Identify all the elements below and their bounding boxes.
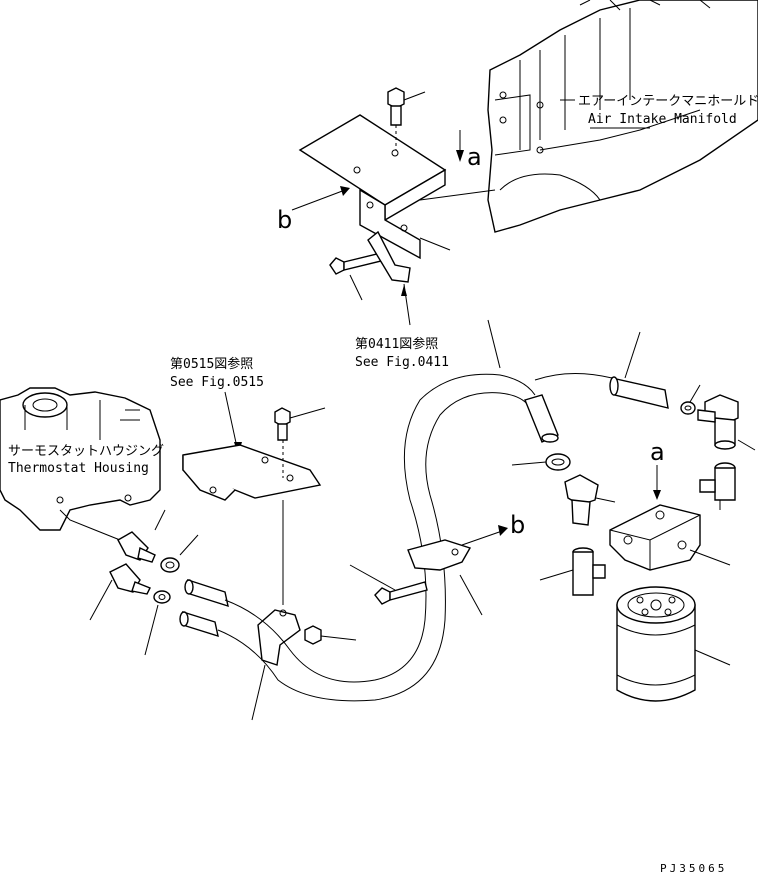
- label-see-fig-0411-jp: 第0411図参照: [355, 336, 438, 352]
- nut: [304, 625, 322, 645]
- bolt-middle: [274, 407, 291, 478]
- hose-end-fitting: [524, 394, 559, 443]
- bolt-top: [387, 87, 405, 150]
- clamp-mid: [545, 453, 571, 471]
- view-ref-a-top: a: [467, 143, 482, 171]
- label-see-fig-0515-en: See Fig.0515: [170, 375, 264, 390]
- label-see-fig-0515-jp: 第0515図参照: [170, 356, 253, 372]
- view-ref-a-right: a: [650, 438, 665, 466]
- tee-fitting-upper: [697, 394, 739, 450]
- label-air-intake-manifold-en: Air Intake Manifold: [588, 112, 737, 127]
- hose-short-upper: [184, 578, 229, 608]
- label-see-fig-0411-en: See Fig.0411: [355, 355, 449, 370]
- bolt-and-stay: [329, 230, 411, 283]
- connector-lower: [109, 563, 151, 595]
- label-thermostat-housing-jp: サーモスタットハウジング: [8, 444, 164, 459]
- hose-right: [609, 376, 669, 409]
- long-hose: [217, 373, 536, 702]
- connector-right: [699, 462, 736, 501]
- hose-clamp: [407, 539, 472, 571]
- view-ref-b-left: b: [277, 206, 292, 234]
- bolt-clamp: [374, 581, 428, 605]
- clamp-upper: [160, 557, 180, 573]
- lower-clip-bracket: [257, 609, 301, 666]
- clamp-lower: [153, 590, 171, 604]
- middle-bracket: [182, 444, 322, 501]
- oil-filter: [616, 586, 696, 702]
- tee-fitting-lower: [572, 547, 606, 596]
- label-thermostat-housing-en: Thermostat Housing: [8, 461, 149, 476]
- small-clamp-right: [680, 401, 696, 415]
- filter-head: [609, 504, 701, 571]
- label-air-intake-manifold-jp: エアーインテークマニホールド: [578, 94, 758, 109]
- view-ref-b-right: b: [510, 511, 525, 539]
- connector-upper: [117, 531, 156, 563]
- tee-fitting-mid: [564, 474, 599, 526]
- thermostat-housing: [0, 387, 161, 541]
- hose-short-lower: [179, 610, 219, 638]
- manifold-bracket: [298, 114, 496, 260]
- air-intake-manifold: [487, 0, 758, 233]
- drawing-code: PJ35065: [660, 862, 727, 875]
